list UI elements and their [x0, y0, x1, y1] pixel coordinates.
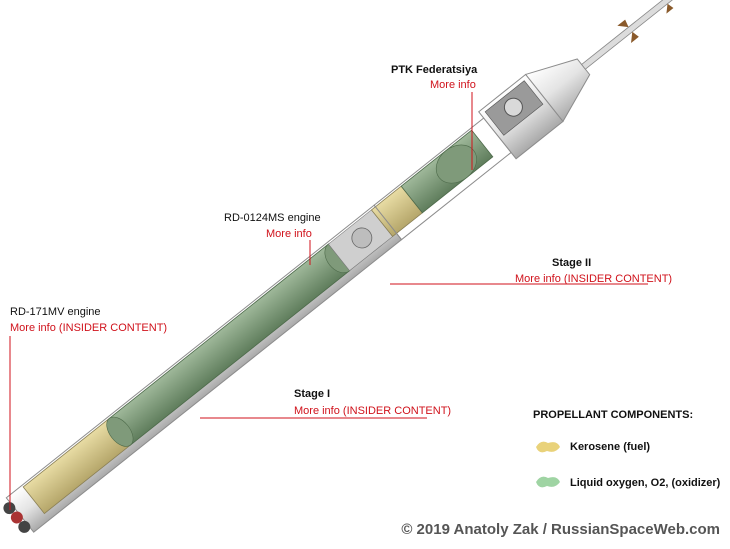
lox-swatch-icon — [536, 476, 560, 488]
rocket-body — [3, 0, 680, 533]
stage-i-link[interactable]: More info (INSIDER CONTENT) — [294, 405, 452, 417]
rd0124ms-engine-link[interactable]: More info — [266, 228, 312, 240]
stage-ii-label: Stage II — [552, 257, 592, 269]
stage-ii-link[interactable]: More info (INSIDER CONTENT) — [515, 273, 673, 285]
legend-title: PROPELLANT COMPONENTS: — [533, 409, 694, 421]
rd0124ms-engine-label: RD-0124MS engine — [224, 212, 321, 224]
stage-i-label: Stage I — [294, 388, 331, 400]
legend-kerosene-label: Kerosene (fuel) — [570, 441, 651, 453]
kerosene-swatch-icon — [536, 441, 560, 453]
ptk-federatsiya-link[interactable]: More info — [430, 79, 476, 91]
copyright-notice: © 2019 Anatoly Zak / RussianSpaceWeb.com — [401, 521, 720, 538]
rd171mv-engine-label: RD-171MV engine — [10, 306, 101, 318]
rd171mv-engine-link[interactable]: More info (INSIDER CONTENT) — [10, 322, 168, 334]
leader-lines — [9, 92, 648, 510]
ptk-federatsiya-label: PTK Federatsiya — [391, 64, 478, 76]
legend-lox-label: Liquid oxygen, O2, (oxidizer) — [570, 477, 721, 489]
